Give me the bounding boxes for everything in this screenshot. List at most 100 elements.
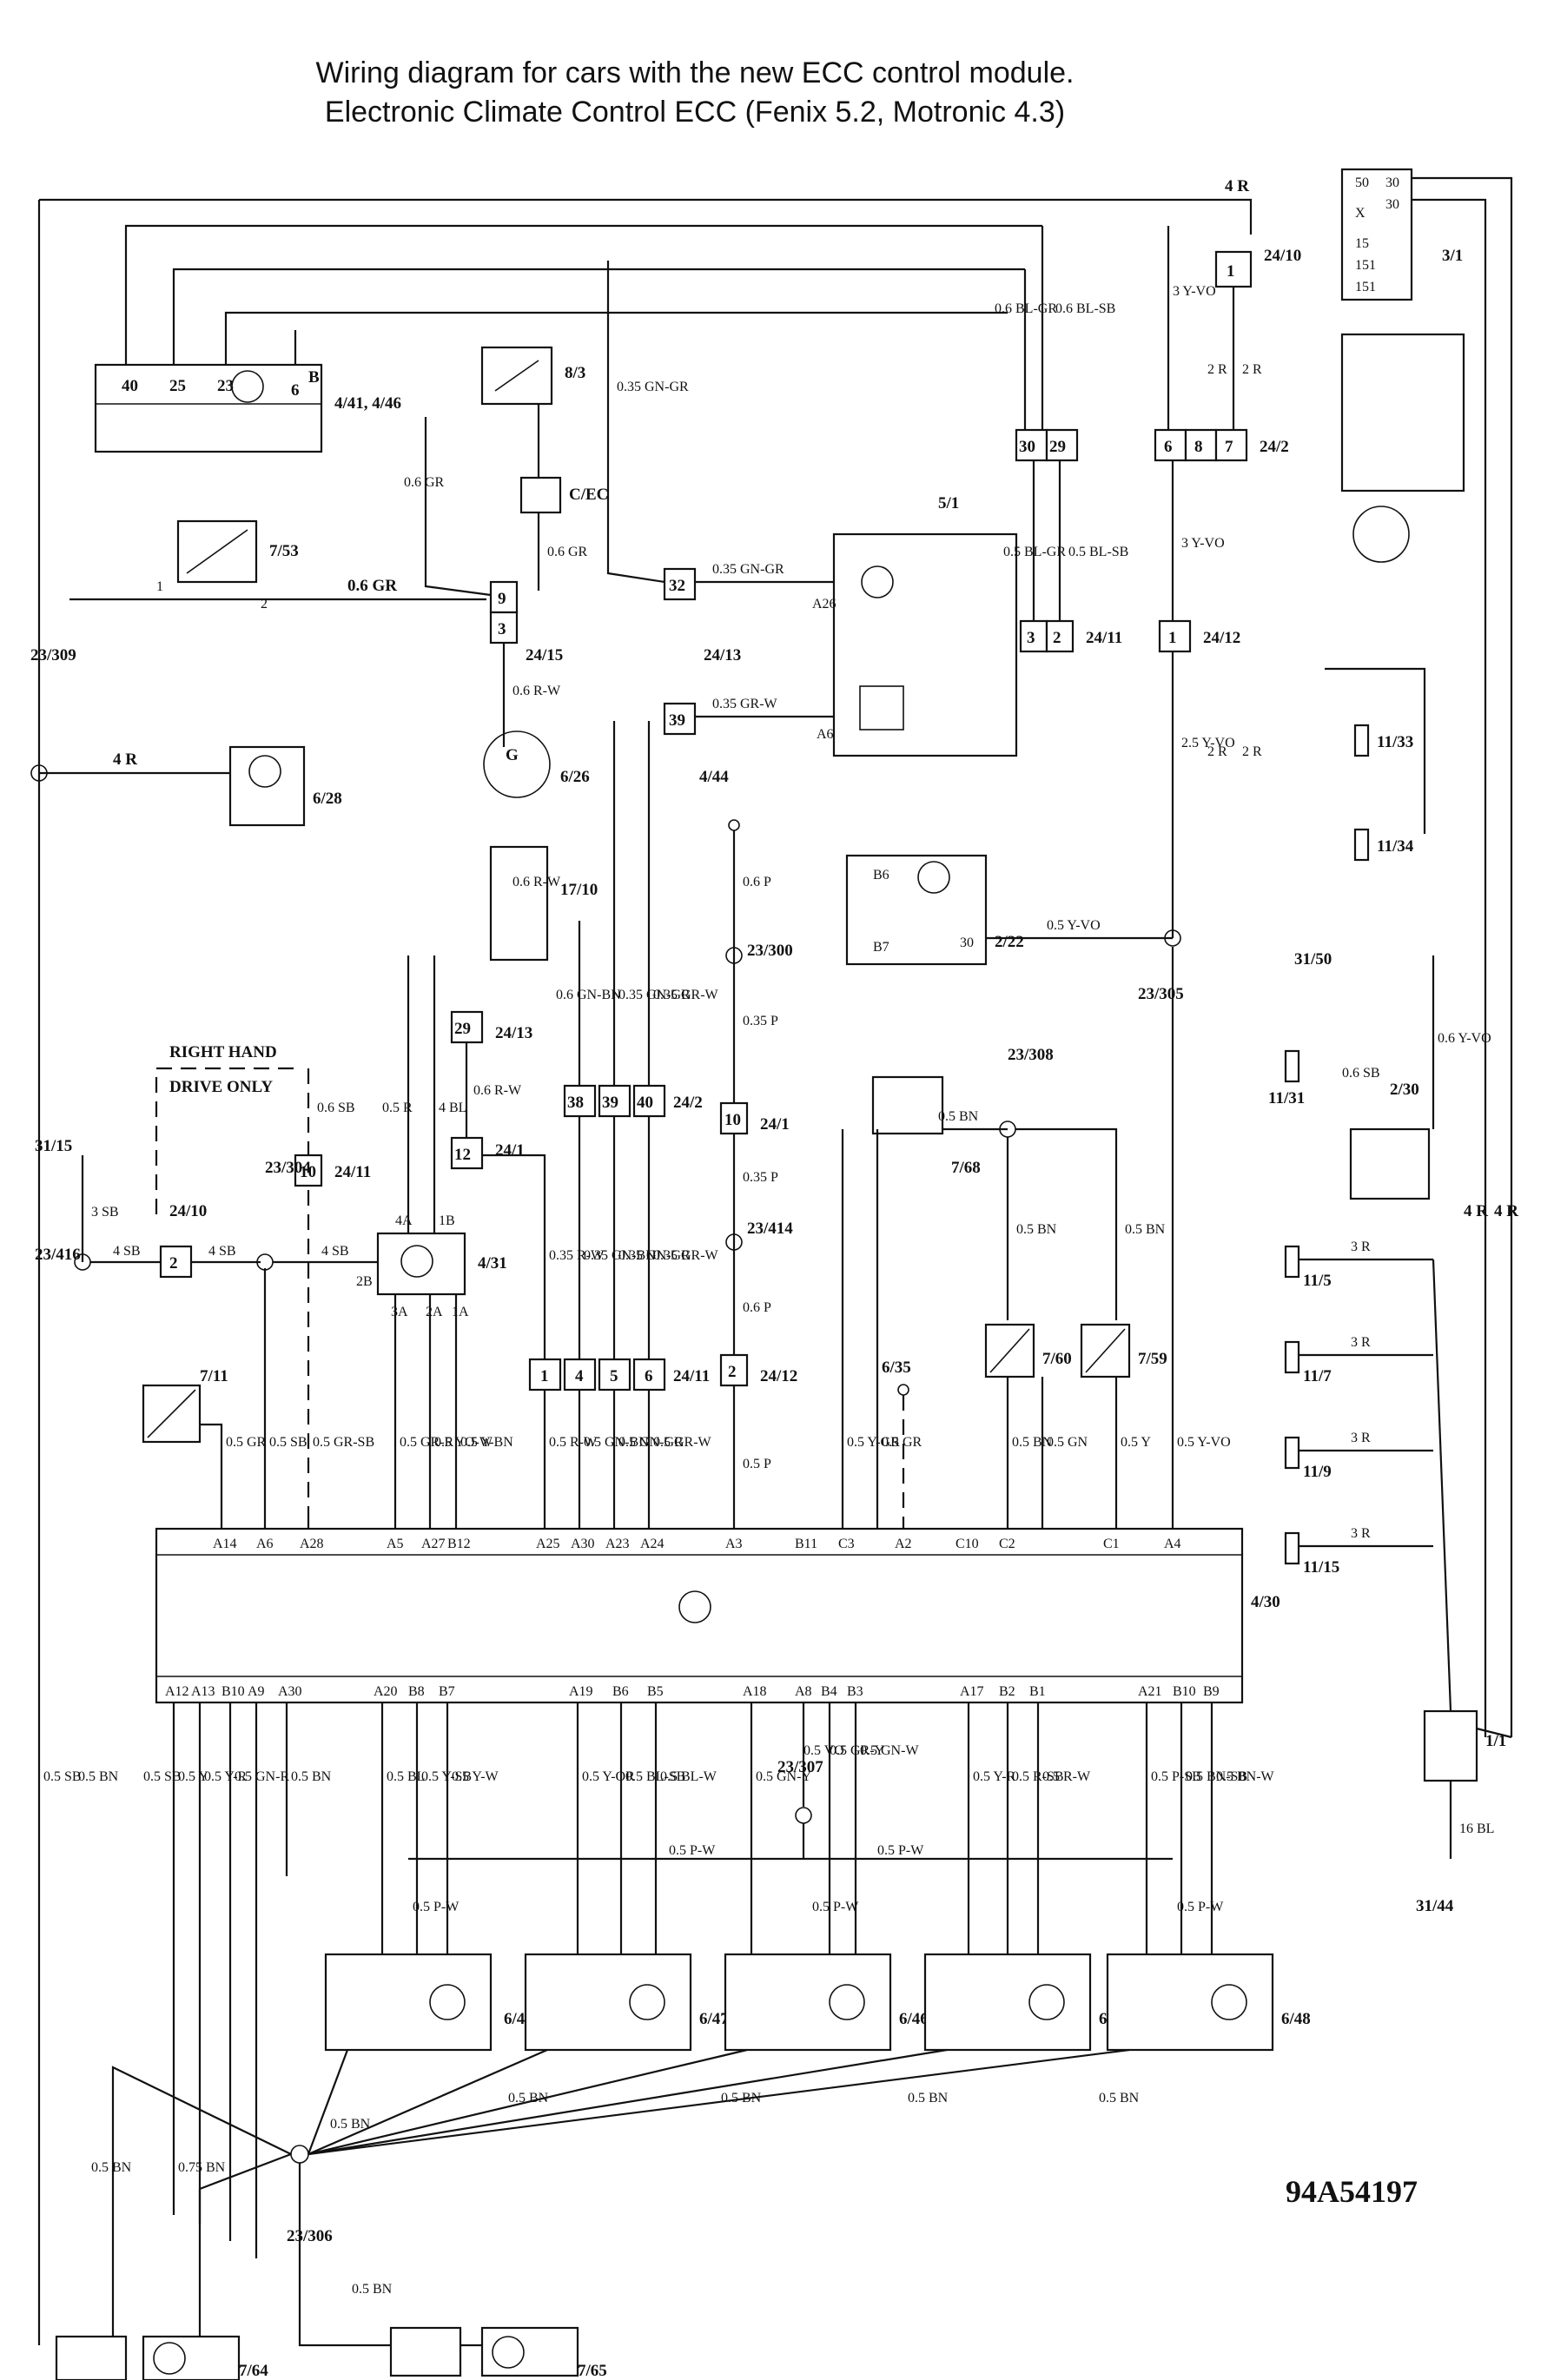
module-bottom-pin-3: A9 — [248, 1684, 265, 1699]
svg-text:2A: 2A — [426, 1305, 443, 1319]
svg-text:1/1: 1/1 — [1485, 1732, 1506, 1750]
svg-text:0.6 P: 0.6 P — [743, 1300, 771, 1315]
component-2-22: B6 B7 30 2/22 — [845, 854, 1024, 966]
rhd-note-line2: DRIVE ONLY — [169, 1078, 273, 1096]
svg-text:0.5 BN: 0.5 BN — [1012, 1435, 1053, 1450]
module-bottom-pin-19: B10 — [1173, 1684, 1196, 1699]
module-top-pin-6: A25 — [536, 1537, 560, 1551]
svg-text:40: 40 — [637, 1094, 653, 1112]
svg-text:151: 151 — [1355, 258, 1376, 273]
wire-11-33 — [1325, 667, 1426, 834]
svg-text:6/26: 6/26 — [560, 768, 590, 786]
connector-24-10-pin2 — [159, 1245, 193, 1279]
svg-text:0.5 Y-R: 0.5 Y-R — [204, 1769, 248, 1784]
module-bottom-pin-17: B1 — [1029, 1684, 1046, 1699]
wire-bn-6-49 — [307, 2049, 349, 2155]
splice-23-300 — [725, 947, 743, 964]
svg-text:12: 12 — [454, 1146, 471, 1164]
svg-text:0.6 Y-VO: 0.6 Y-VO — [1438, 1031, 1491, 1046]
svg-text:6: 6 — [645, 1367, 653, 1385]
svg-text:8: 8 — [1194, 438, 1203, 456]
svg-text:0.5 Y-GR: 0.5 Y-GR — [847, 1435, 900, 1450]
module-top-pin-10: A3 — [725, 1537, 743, 1551]
svg-text:24/2: 24/2 — [1260, 438, 1289, 456]
svg-text:7/59: 7/59 — [1138, 1350, 1167, 1368]
svg-text:3 Y-VO: 3 Y-VO — [1181, 536, 1225, 551]
svg-text:3 Y-VO: 3 Y-VO — [1173, 284, 1216, 299]
pin-25: 25 — [169, 377, 186, 395]
svg-text:0.5 P-W: 0.5 P-W — [877, 1843, 924, 1858]
module-top-pin-12: C3 — [838, 1537, 855, 1551]
connector-24-11-lower: 1 4 5 6 24/11 — [528, 1358, 710, 1392]
module-top-pin-14: C10 — [956, 1537, 979, 1551]
svg-text:0.5 BN: 0.5 BN — [352, 2282, 393, 2297]
svg-text:0.35 R-W: 0.35 R-W — [549, 1248, 605, 1263]
svg-text:0.5 BL-SB: 0.5 BL-SB — [1068, 545, 1128, 559]
svg-text:0.5 GR: 0.5 GR — [226, 1435, 267, 1450]
wire-25-top — [172, 268, 1025, 365]
svg-text:24/11: 24/11 — [673, 1367, 710, 1385]
svg-text:0.6 R-W: 0.6 R-W — [512, 875, 561, 889]
svg-text:2: 2 — [1053, 629, 1061, 647]
svg-text:6/48: 6/48 — [1281, 2010, 1311, 2028]
svg-text:5/1: 5/1 — [938, 494, 959, 512]
svg-text:24/10: 24/10 — [1264, 247, 1301, 265]
connector-24-1-lower: 12 24/1 — [450, 1136, 525, 1170]
svg-text:24/10: 24/10 — [169, 1202, 207, 1220]
svg-text:2: 2 — [728, 1363, 737, 1381]
svg-text:0.6 P: 0.6 P — [743, 875, 771, 889]
wire-batt-a — [1432, 1259, 1452, 1712]
svg-text:24/15: 24/15 — [526, 646, 563, 664]
module-bottom-pin-5: A20 — [374, 1684, 398, 1699]
svg-text:0.5 BL-GR: 0.5 BL-GR — [1003, 545, 1066, 559]
svg-text:0.5 Y: 0.5 Y — [178, 1769, 208, 1784]
svg-text:0.5 GN-W: 0.5 GN-W — [860, 1743, 919, 1758]
component-1-1-battery: 1/1 — [1423, 1709, 1506, 1782]
svg-text:0.6 R-W: 0.6 R-W — [473, 1083, 522, 1098]
svg-text:X: X — [1355, 206, 1366, 221]
component-6-47: 6/47 — [524, 1953, 729, 2052]
module-bottom-pin-16: B2 — [999, 1684, 1015, 1699]
module-top-pin-5: B12 — [447, 1537, 471, 1551]
module-bottom-pin-12: A8 — [795, 1684, 812, 1699]
module-top-pin-13: A2 — [895, 1537, 912, 1551]
wire-bn-6-48 — [307, 2048, 1130, 2156]
svg-text:24/1: 24/1 — [495, 1141, 525, 1160]
module-bottom-pin-8: A19 — [569, 1684, 593, 1699]
svg-text:3 R: 3 R — [1351, 1335, 1371, 1350]
svg-text:0.35 GR-W: 0.35 GR-W — [712, 697, 778, 711]
module-top-pin-0: A14 — [213, 1537, 237, 1551]
svg-text:0.5 BN: 0.5 BN — [508, 2091, 549, 2106]
reference-code: 94A54197 — [1286, 2174, 1418, 2209]
svg-text:0.5 BN: 0.5 BN — [1016, 1222, 1057, 1237]
svg-text:24/11: 24/11 — [334, 1163, 371, 1181]
module-top-pin-3: A5 — [387, 1537, 404, 1551]
svg-text:0.6 BL-GR: 0.6 BL-GR — [995, 301, 1057, 316]
svg-text:2.5 Y-VO: 2.5 Y-VO — [1181, 736, 1235, 750]
svg-text:3/1: 3/1 — [1442, 247, 1463, 265]
svg-text:0.5 P-W: 0.5 P-W — [1177, 1900, 1224, 1914]
svg-text:4 R: 4 R — [1494, 1202, 1518, 1220]
svg-text:11/7: 11/7 — [1303, 1367, 1332, 1385]
svg-text:24/13: 24/13 — [704, 646, 741, 664]
component-11-9: 11/9 — [1284, 1436, 1332, 1481]
component-8-3: 8/3 — [480, 346, 585, 406]
svg-text:7/53: 7/53 — [269, 542, 299, 560]
module-bottom-pin-2: B10 — [222, 1684, 245, 1699]
module-top-pin-7: A30 — [571, 1537, 595, 1551]
label-4-41: 4/41, 4/46 — [334, 394, 401, 413]
svg-text:0.5 R: 0.5 R — [382, 1101, 413, 1115]
component-5-1: 5/1 A26 A6 — [812, 494, 1018, 757]
svg-text:24/12: 24/12 — [1203, 629, 1240, 647]
component-c-ec: C/EC — [519, 476, 608, 514]
svg-text:0.6 SB: 0.6 SB — [1342, 1066, 1380, 1081]
svg-text:50: 50 — [1355, 175, 1369, 190]
svg-text:4/31: 4/31 — [478, 1254, 507, 1273]
svg-text:0.35 GR-W: 0.35 GR-W — [653, 988, 719, 1002]
svg-text:0.5 GN: 0.5 GN — [1047, 1435, 1088, 1450]
svg-text:0.5 R-W: 0.5 R-W — [1042, 1769, 1091, 1784]
wire-40-top — [124, 224, 1042, 365]
svg-text:0.35 GN-GR: 0.35 GN-GR — [712, 562, 784, 577]
svg-text:0.5 BN: 0.5 BN — [1125, 1222, 1166, 1237]
svg-text:23/306: 23/306 — [287, 2227, 333, 2245]
